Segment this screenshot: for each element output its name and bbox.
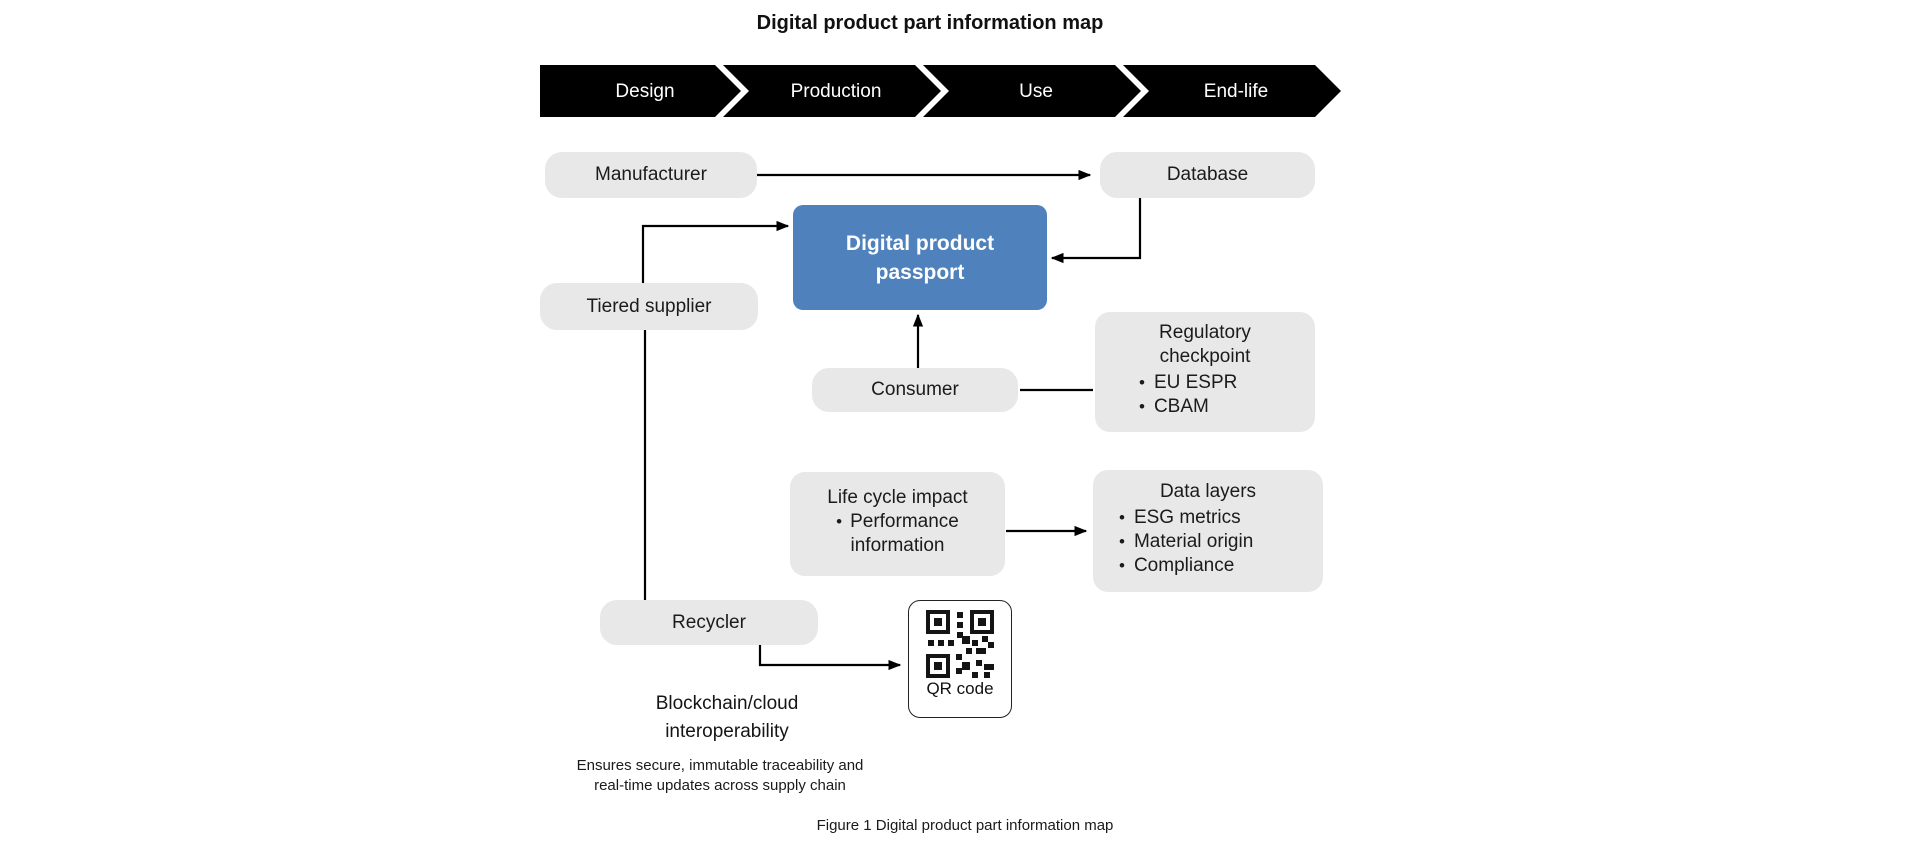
bullet-item: Performance information [818, 510, 978, 558]
blockchain-interoperability-note: Ensures secure, immutable traceability a… [576, 757, 864, 794]
stage-chevron-design [540, 65, 741, 117]
node-regulatory-checkpoint: Regulatory checkpoint EU ESPR CBAM [1095, 312, 1315, 432]
stage-label-endlife: End-life [1203, 81, 1269, 102]
qr-code-label: QR code [926, 679, 994, 698]
node-consumer: Consumer [812, 368, 1018, 412]
node-recycler: Recycler [600, 600, 818, 645]
passport-label: Digital product passport [845, 231, 995, 284]
blockchain-interoperability-label: Blockchain/cloud interoperability [655, 693, 799, 742]
stage-label-design: Design [615, 81, 675, 102]
stage-label-production: Production [790, 81, 882, 102]
diagram-title: Digital product part information map [756, 12, 1104, 34]
node-life-cycle-impact: Life cycle impact Performance informatio… [790, 472, 1005, 576]
connector-database-to-passport [1050, 198, 1142, 264]
stage-chevron-production [723, 65, 941, 117]
qr-code-icon [926, 610, 994, 678]
life-cycle-impact-title: Life cycle impact [827, 487, 968, 508]
node-manufacturer: Manufacturer [545, 152, 757, 198]
node-database: Database [1100, 152, 1315, 198]
node-tiered-supplier: Tiered supplier [540, 283, 758, 330]
stage-label-use: Use [1019, 81, 1053, 102]
data-layers-title: Data layers [1159, 481, 1257, 502]
connector-recycler-to-qr [758, 645, 902, 671]
figure-caption: Figure 1 Digital product part informatio… [816, 817, 1114, 834]
node-digital-product-passport: Digital product passport [793, 205, 1047, 310]
bullet-item: Compliance [1119, 554, 1323, 578]
bullet-item: Material origin [1119, 530, 1323, 554]
bullet-item: EU ESPR [1139, 371, 1315, 395]
regulatory-checkpoint-title: Regulatory checkpoint [1159, 322, 1251, 367]
stage-chevron-endlife [1123, 65, 1341, 117]
stage-chevron-use [923, 65, 1141, 117]
bullet-item: CBAM [1139, 395, 1315, 419]
node-qr-code: QR code [908, 600, 1012, 718]
connector-tiered-supplier-to-passport [641, 220, 790, 283]
bullet-item: ESG metrics [1119, 506, 1323, 530]
node-data-layers: Data layers ESG metrics Material origin … [1093, 470, 1323, 592]
